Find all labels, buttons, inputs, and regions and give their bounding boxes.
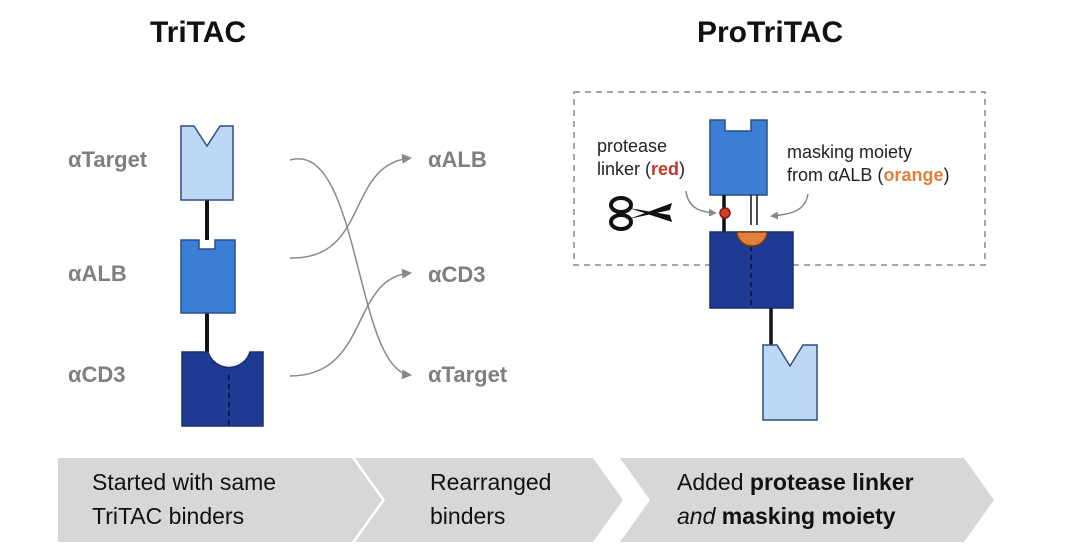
label-mid-target: αTarget bbox=[428, 362, 508, 387]
step-3-line2: and masking moiety bbox=[677, 499, 914, 533]
step-3-italic: and bbox=[677, 503, 716, 529]
tritac-molecule bbox=[180, 125, 264, 427]
protritac-target-binder bbox=[762, 344, 818, 421]
arrow-cd3-to-middle bbox=[289, 268, 412, 377]
highlight-dashed-box bbox=[573, 91, 986, 266]
protease-site-dot bbox=[719, 207, 731, 219]
protease-color-word: red bbox=[651, 159, 680, 179]
label-left-cd3: αCD3 bbox=[68, 362, 126, 387]
step-3-bold2: masking moiety bbox=[721, 503, 896, 529]
annotation-masking-line2: from αALB (orange) bbox=[787, 164, 949, 187]
step-1-line1: Started with same bbox=[92, 469, 277, 495]
step-3-line1: Added protease linker bbox=[677, 465, 914, 499]
label-left-target: αTarget bbox=[68, 147, 148, 172]
arrow-alb-to-top bbox=[289, 153, 412, 259]
rearrangement-arrows bbox=[289, 153, 412, 380]
masking-color-word: orange bbox=[883, 165, 944, 185]
masking-moiety bbox=[736, 231, 768, 247]
step-3-prefix: Added bbox=[677, 469, 750, 495]
label-mid-cd3: αCD3 bbox=[428, 262, 486, 287]
protease-line2-suffix: ) bbox=[679, 159, 686, 179]
protease-pointer bbox=[685, 190, 717, 217]
tritac-alb-binder bbox=[180, 239, 236, 314]
title-tritac: TriTAC bbox=[150, 16, 247, 49]
annotation-masking: masking moiety from αALB (orange) bbox=[787, 141, 949, 187]
step-2-text: Rearranged binders bbox=[430, 465, 551, 533]
step-2-line2: binders bbox=[430, 503, 506, 529]
arrow-target-to-bottom bbox=[289, 158, 412, 380]
masking-line2-suffix: ) bbox=[943, 165, 950, 185]
step-3-bold1: protease linker bbox=[749, 469, 914, 495]
step-3-text: Added protease linker and masking moiety bbox=[677, 465, 914, 533]
step-2-shape bbox=[355, 458, 623, 542]
protritac-alb-binder bbox=[709, 119, 768, 196]
label-mid-alb: αALB bbox=[428, 147, 487, 172]
annotation-protease-line1: protease bbox=[597, 136, 668, 156]
protease-line2-prefix: linker ( bbox=[597, 159, 652, 179]
tritac-cd3-binder bbox=[181, 351, 264, 427]
label-left-alb: αALB bbox=[68, 261, 127, 286]
scissors-icon bbox=[609, 196, 672, 231]
step-1-shape bbox=[58, 458, 382, 542]
masking-line2-prefix: from αALB ( bbox=[787, 165, 884, 185]
annotation-masking-line1: masking moiety bbox=[787, 142, 913, 162]
title-protritac: ProTriTAC bbox=[697, 16, 844, 49]
step-1-line2: TriTAC binders bbox=[92, 503, 245, 529]
tritac-target-binder bbox=[180, 125, 234, 201]
step-3-shape bbox=[620, 458, 994, 542]
masking-pointer bbox=[770, 193, 809, 220]
annotation-protease: protease linker (red) bbox=[597, 135, 685, 181]
step-1-text: Started with same TriTAC binders bbox=[92, 465, 276, 533]
step-2-line1: Rearranged bbox=[430, 469, 552, 495]
protritac-molecule bbox=[709, 119, 818, 421]
process-steps bbox=[58, 458, 994, 542]
annotation-protease-line2: linker (red) bbox=[597, 158, 685, 181]
